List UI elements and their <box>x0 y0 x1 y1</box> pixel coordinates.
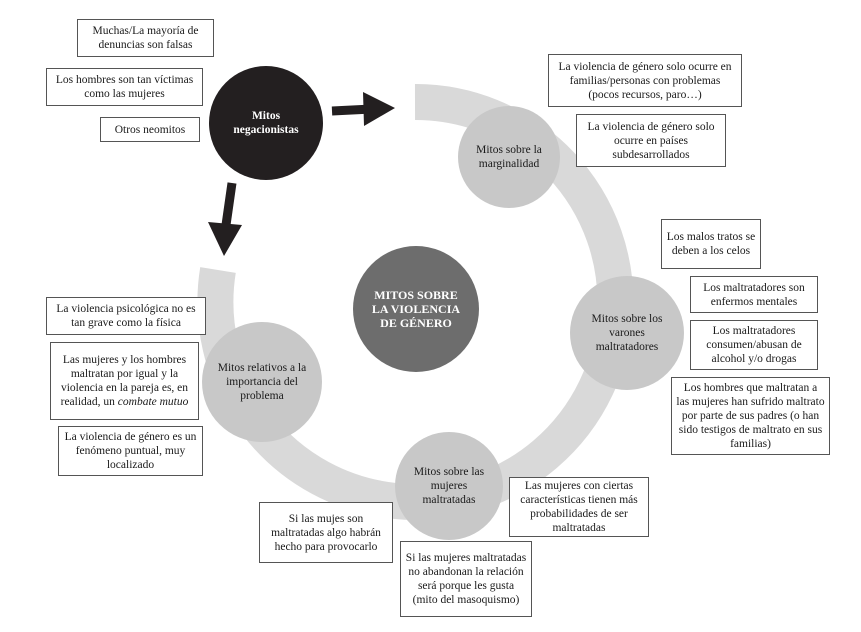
node-mitos-marginalidad-label: Mitos sobre la marginalidad <box>476 144 542 170</box>
myth-box: La violencia de género es un fenómeno pu… <box>58 426 203 476</box>
node-mitos-varones-label: Mitos sobre los varones maltratadores <box>591 313 663 353</box>
node-mitos-importancia-label: Mitos relativos a la importancia del pro… <box>217 362 307 402</box>
myth-box: Si las mujeres maltratadas no abandonan … <box>400 541 532 617</box>
combate-mutuo-text: Las mujeres y los hombres maltratan por … <box>60 354 189 408</box>
node-center-title: MITOS SOBRE LA VIOLENCIA DE GÉNERO <box>353 246 479 372</box>
myth-box: Los hombres son tan víctimas como las mu… <box>46 68 203 106</box>
myth-box: Los hombres que maltratan a las mujeres … <box>671 377 830 455</box>
myth-box: Muchas/La mayoría de denuncias son falsa… <box>77 19 214 57</box>
myth-box: Las mujeres y los hombres maltratan por … <box>50 342 199 420</box>
arrow-right <box>331 92 395 126</box>
myth-box: Las mujeres con ciertas características … <box>509 477 649 537</box>
node-mitos-negacionistas-label: Mitos negacionistas <box>233 110 299 136</box>
node-mitos-mujeres-label: Mitos sobre las mujeres maltratadas <box>413 466 485 506</box>
node-mitos-importancia: Mitos relativos a la importancia del pro… <box>202 322 322 442</box>
node-mitos-varones: Mitos sobre los varones maltratadores <box>570 276 684 390</box>
myth-box: La violencia de género solo ocurre en pa… <box>576 114 726 167</box>
node-mitos-marginalidad: Mitos sobre la marginalidad <box>458 106 560 208</box>
myth-box: Los malos tratos se deben a los celos <box>661 219 761 269</box>
myth-box: Los maltratadores son enfermos mentales <box>690 276 818 313</box>
myth-box: La violencia psicológica no es tan grave… <box>46 297 206 335</box>
myth-box: La violencia de género solo ocurre en fa… <box>548 54 742 107</box>
combate-mutuo-italic: combate mutuo <box>117 396 189 408</box>
arrow-down <box>208 182 242 256</box>
node-mitos-negacionistas: Mitos negacionistas <box>209 66 323 180</box>
myth-box: Los maltratadores consumen/abusan de alc… <box>690 320 818 370</box>
myth-box: Otros neomitos <box>100 117 200 142</box>
center-title: MITOS SOBRE LA VIOLENCIA DE GÉNERO <box>371 288 461 330</box>
node-mitos-mujeres: Mitos sobre las mujeres maltratadas <box>395 432 503 540</box>
myth-box: Si las mujes son maltratadas algo habrán… <box>259 502 393 563</box>
